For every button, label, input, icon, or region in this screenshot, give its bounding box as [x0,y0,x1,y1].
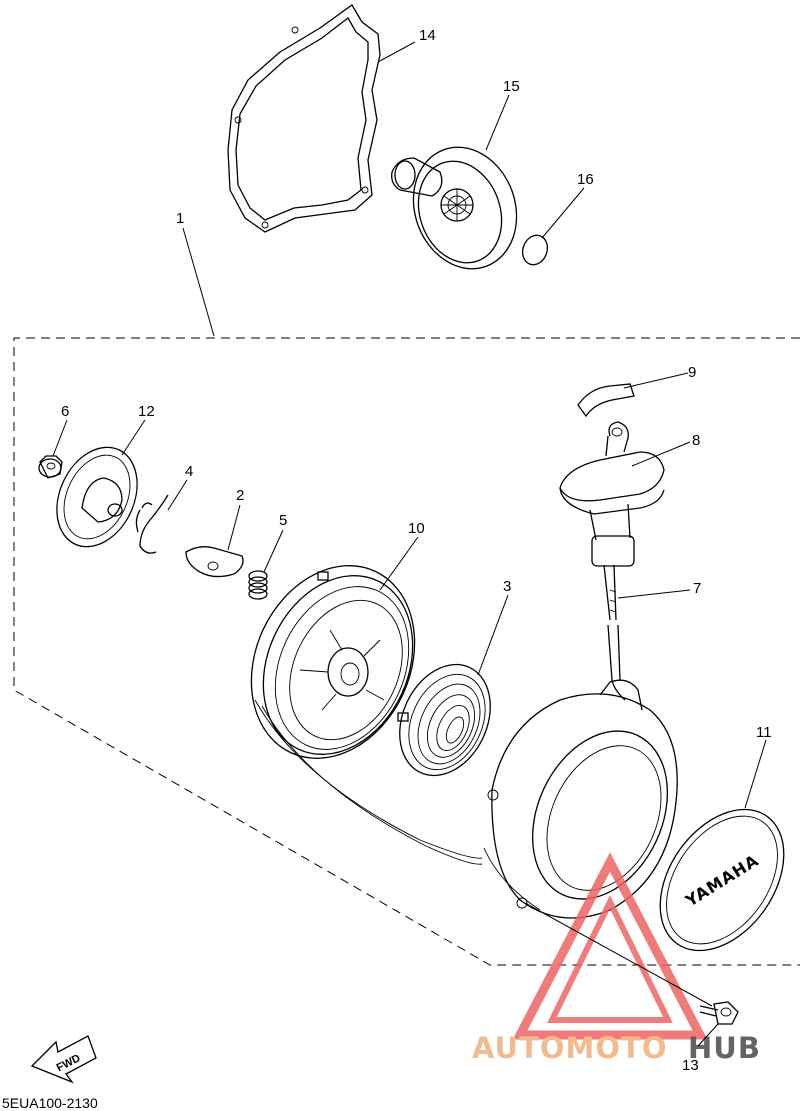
starter-handle-part [559,421,665,567]
starter-case-part [483,679,678,919]
callout-4: 4 [185,463,193,480]
ratchet-pawl-part [185,546,244,578]
fwd-label: FWD [55,1052,83,1074]
gasket-part [227,4,381,233]
nut-part [38,455,63,479]
callout-11: 11 [756,724,772,741]
callout-14: 14 [419,27,436,44]
callout-3: 3 [503,578,511,595]
leader-lines [52,41,767,1047]
watermark-text-auto: AUTOMOTO [472,1031,667,1065]
callout-16: 16 [577,171,594,188]
drawing-code: 5EUA100-2130 [2,1095,98,1111]
callout-5: 5 [279,512,287,529]
watermark-text-hub: HUB [688,1031,761,1065]
pawl-spring-part [248,570,268,600]
bolt-part [699,1001,739,1025]
callout-2: 2 [236,487,244,504]
callout-15: 15 [503,78,520,95]
callout-12: 12 [138,403,155,420]
handle-cap-part [577,383,635,418]
emblem-brand-text: YAMAHA [681,851,762,911]
callout-1: 1 [176,210,184,227]
callout-8: 8 [692,432,700,449]
drive-pulley-part [391,146,518,270]
callout-13: 13 [682,1057,699,1074]
watermark: AUTOMOTO HUB [472,852,761,1065]
sheave-drum-part [250,565,416,759]
callout-labels: 1 2 3 4 5 6 7 8 9 10 11 12 13 14 15 16 [61,27,772,1074]
callout-10: 10 [408,520,425,537]
callout-6: 6 [61,403,69,420]
recoil-spring-part [397,663,491,777]
callout-7: 7 [693,580,701,597]
starter-rope-part [254,564,626,865]
drive-plate-part [56,446,138,548]
callout-9: 9 [688,364,696,381]
o-ring-part [521,234,549,266]
spring-clip-part [135,494,169,554]
assembly-boundary [13,337,800,966]
fwd-arrow-icon: FWD [30,1035,97,1084]
